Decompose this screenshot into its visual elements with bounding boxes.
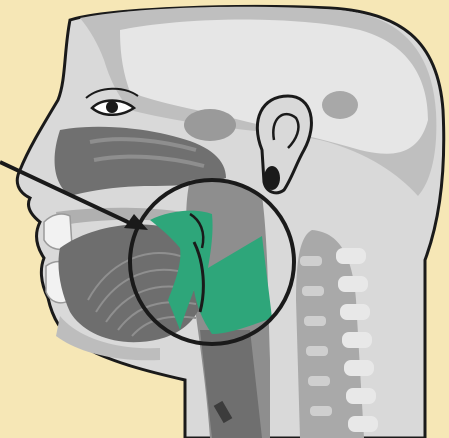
vertebra	[346, 388, 376, 404]
spinal-disc	[308, 376, 330, 386]
spinal-disc	[310, 406, 332, 416]
vertebra	[338, 276, 368, 292]
spinal-disc	[302, 286, 324, 296]
eye-pupil	[106, 101, 118, 113]
vertebra	[348, 416, 378, 432]
sinus-cavity	[184, 109, 236, 141]
spinal-disc	[306, 346, 328, 356]
vertebra	[340, 304, 370, 320]
vertebra	[342, 332, 372, 348]
spinal-disc	[300, 256, 322, 266]
vertebra	[344, 360, 374, 376]
spinal-disc	[304, 316, 326, 326]
vertebra	[336, 248, 366, 264]
ear-canal	[322, 91, 358, 119]
ear-lobe-shadow	[264, 166, 280, 190]
